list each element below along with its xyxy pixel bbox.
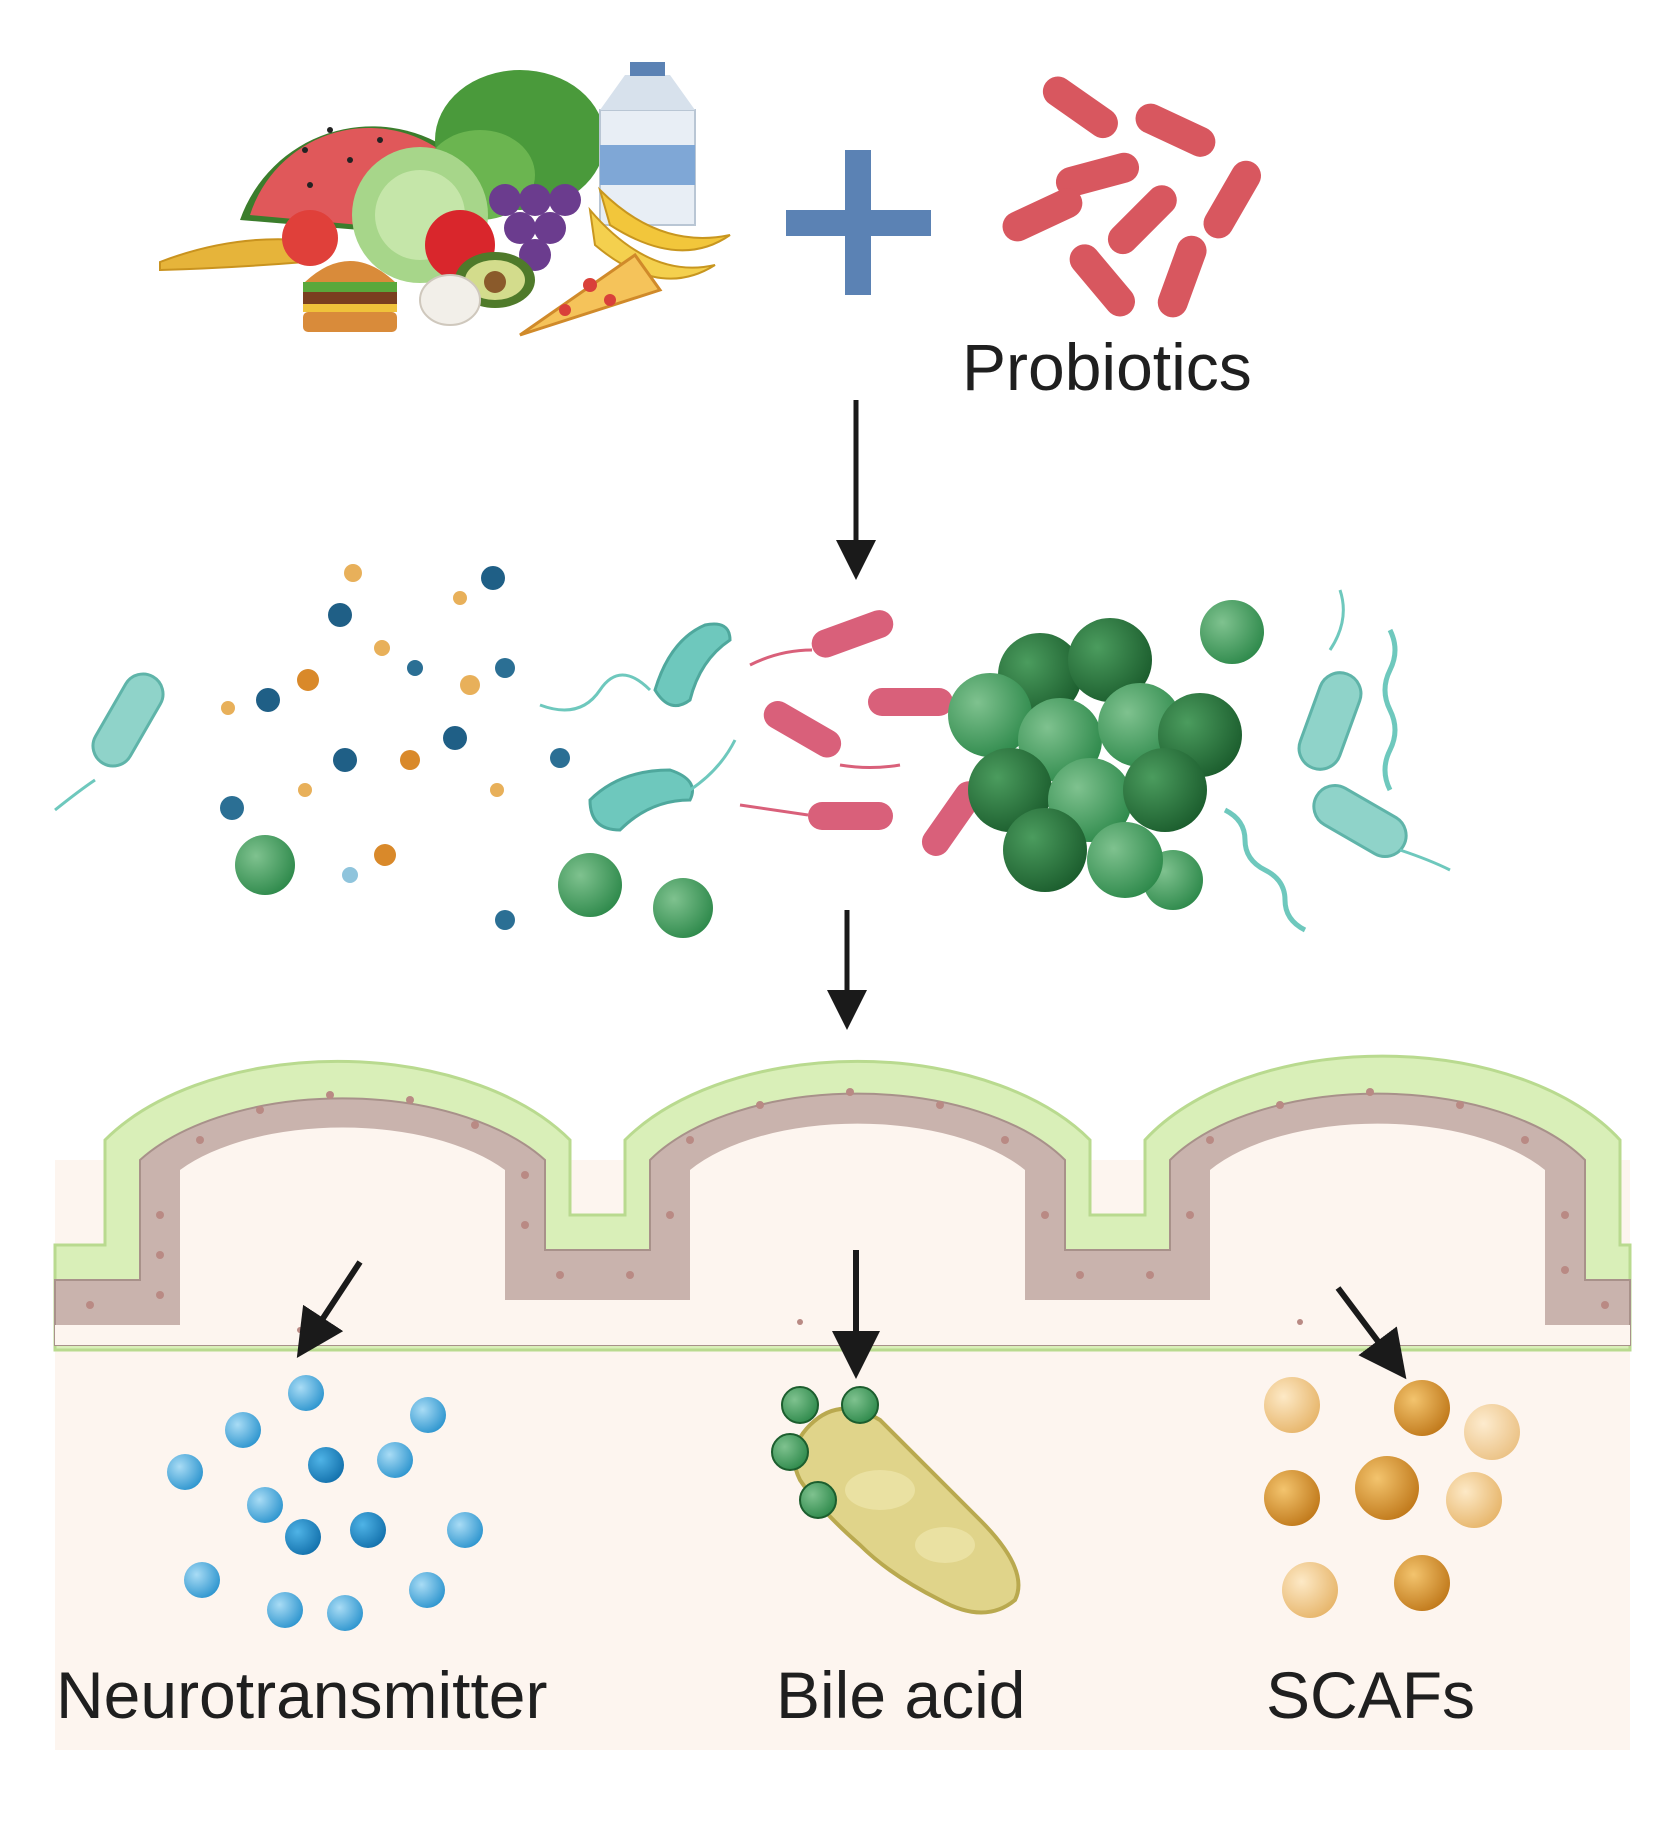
probiotic-rods-icon <box>1002 76 1261 318</box>
probiotics-label: Probiotics <box>962 330 1252 404</box>
arrow-diagonal-left-icon <box>296 1260 363 1359</box>
bile-acid-label: Bile acid <box>776 1658 1025 1732</box>
bile-acid-icon <box>771 1386 1021 1615</box>
plus-icon <box>786 150 931 295</box>
neurotransmitter-molecules-icon <box>167 1375 483 1631</box>
scafs-label: SCAFs <box>1266 1658 1475 1732</box>
scaf-molecules-icon <box>1264 1377 1520 1618</box>
gut-microbiota-icon <box>54 564 1451 938</box>
food-cluster-icon <box>159 62 731 337</box>
neurotransmitter-label: Neurotransmitter <box>56 1658 548 1732</box>
arrow-diagonal-right-icon <box>1335 1286 1407 1380</box>
